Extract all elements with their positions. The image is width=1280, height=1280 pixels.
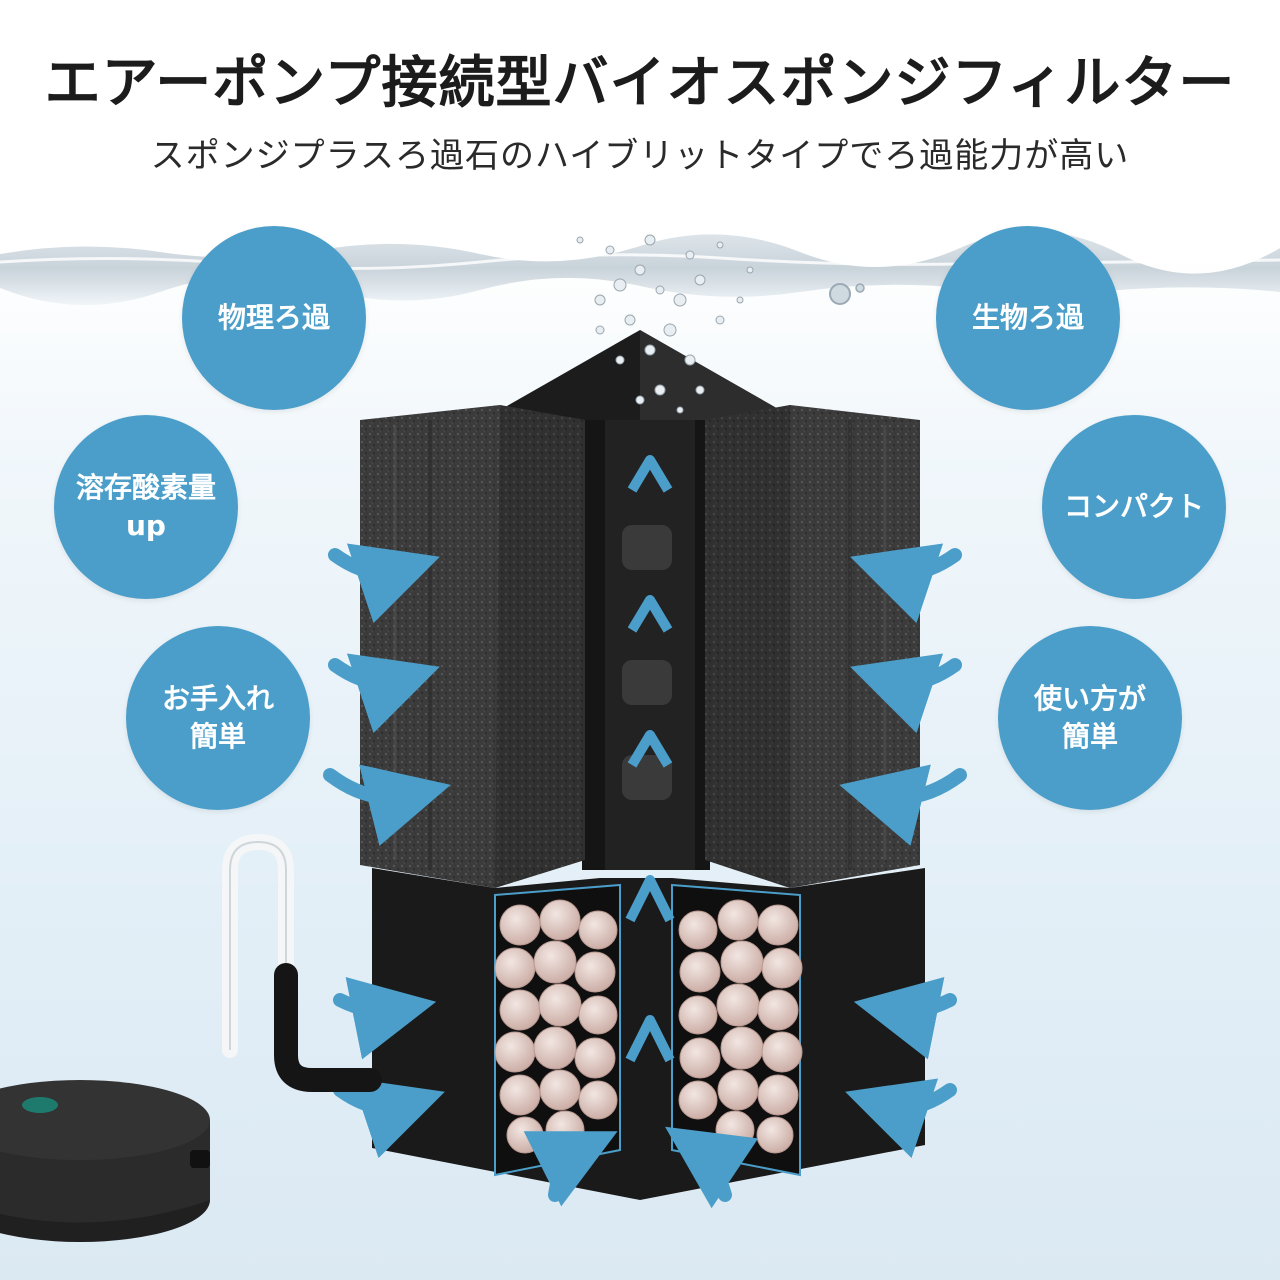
sponge-right xyxy=(705,405,920,888)
air-tube xyxy=(222,833,382,1092)
top-cone xyxy=(500,330,780,425)
feature-badge-biological-filtration: 生物ろ過 xyxy=(936,226,1120,410)
page-title: エアーポンプ接続型バイオスポンジフィルター xyxy=(44,51,1236,116)
air-bubbles xyxy=(576,234,754,414)
air-pump xyxy=(0,1080,210,1242)
feature-badge-easy-to-use: 使い方が 簡単 xyxy=(998,626,1182,810)
flow-arrows xyxy=(323,543,967,1209)
upward-flow-arrows xyxy=(625,455,675,1063)
feature-badge-dissolved-oxygen: 溶存酸素量 up xyxy=(54,415,238,599)
page-subtitle: スポンジプラスろ過石のハイブリットタイプでろ過能力が高い xyxy=(150,136,1130,176)
sponge-left xyxy=(360,405,585,888)
feature-badge-physical-filtration: 物理ろ過 xyxy=(182,226,366,410)
center-tube xyxy=(582,420,710,870)
feature-badge-easy-maintenance: お手入れ 簡単 xyxy=(126,626,310,810)
feature-badge-compact: コンパクト xyxy=(1042,415,1226,599)
ceramic-media-left xyxy=(494,899,618,1154)
